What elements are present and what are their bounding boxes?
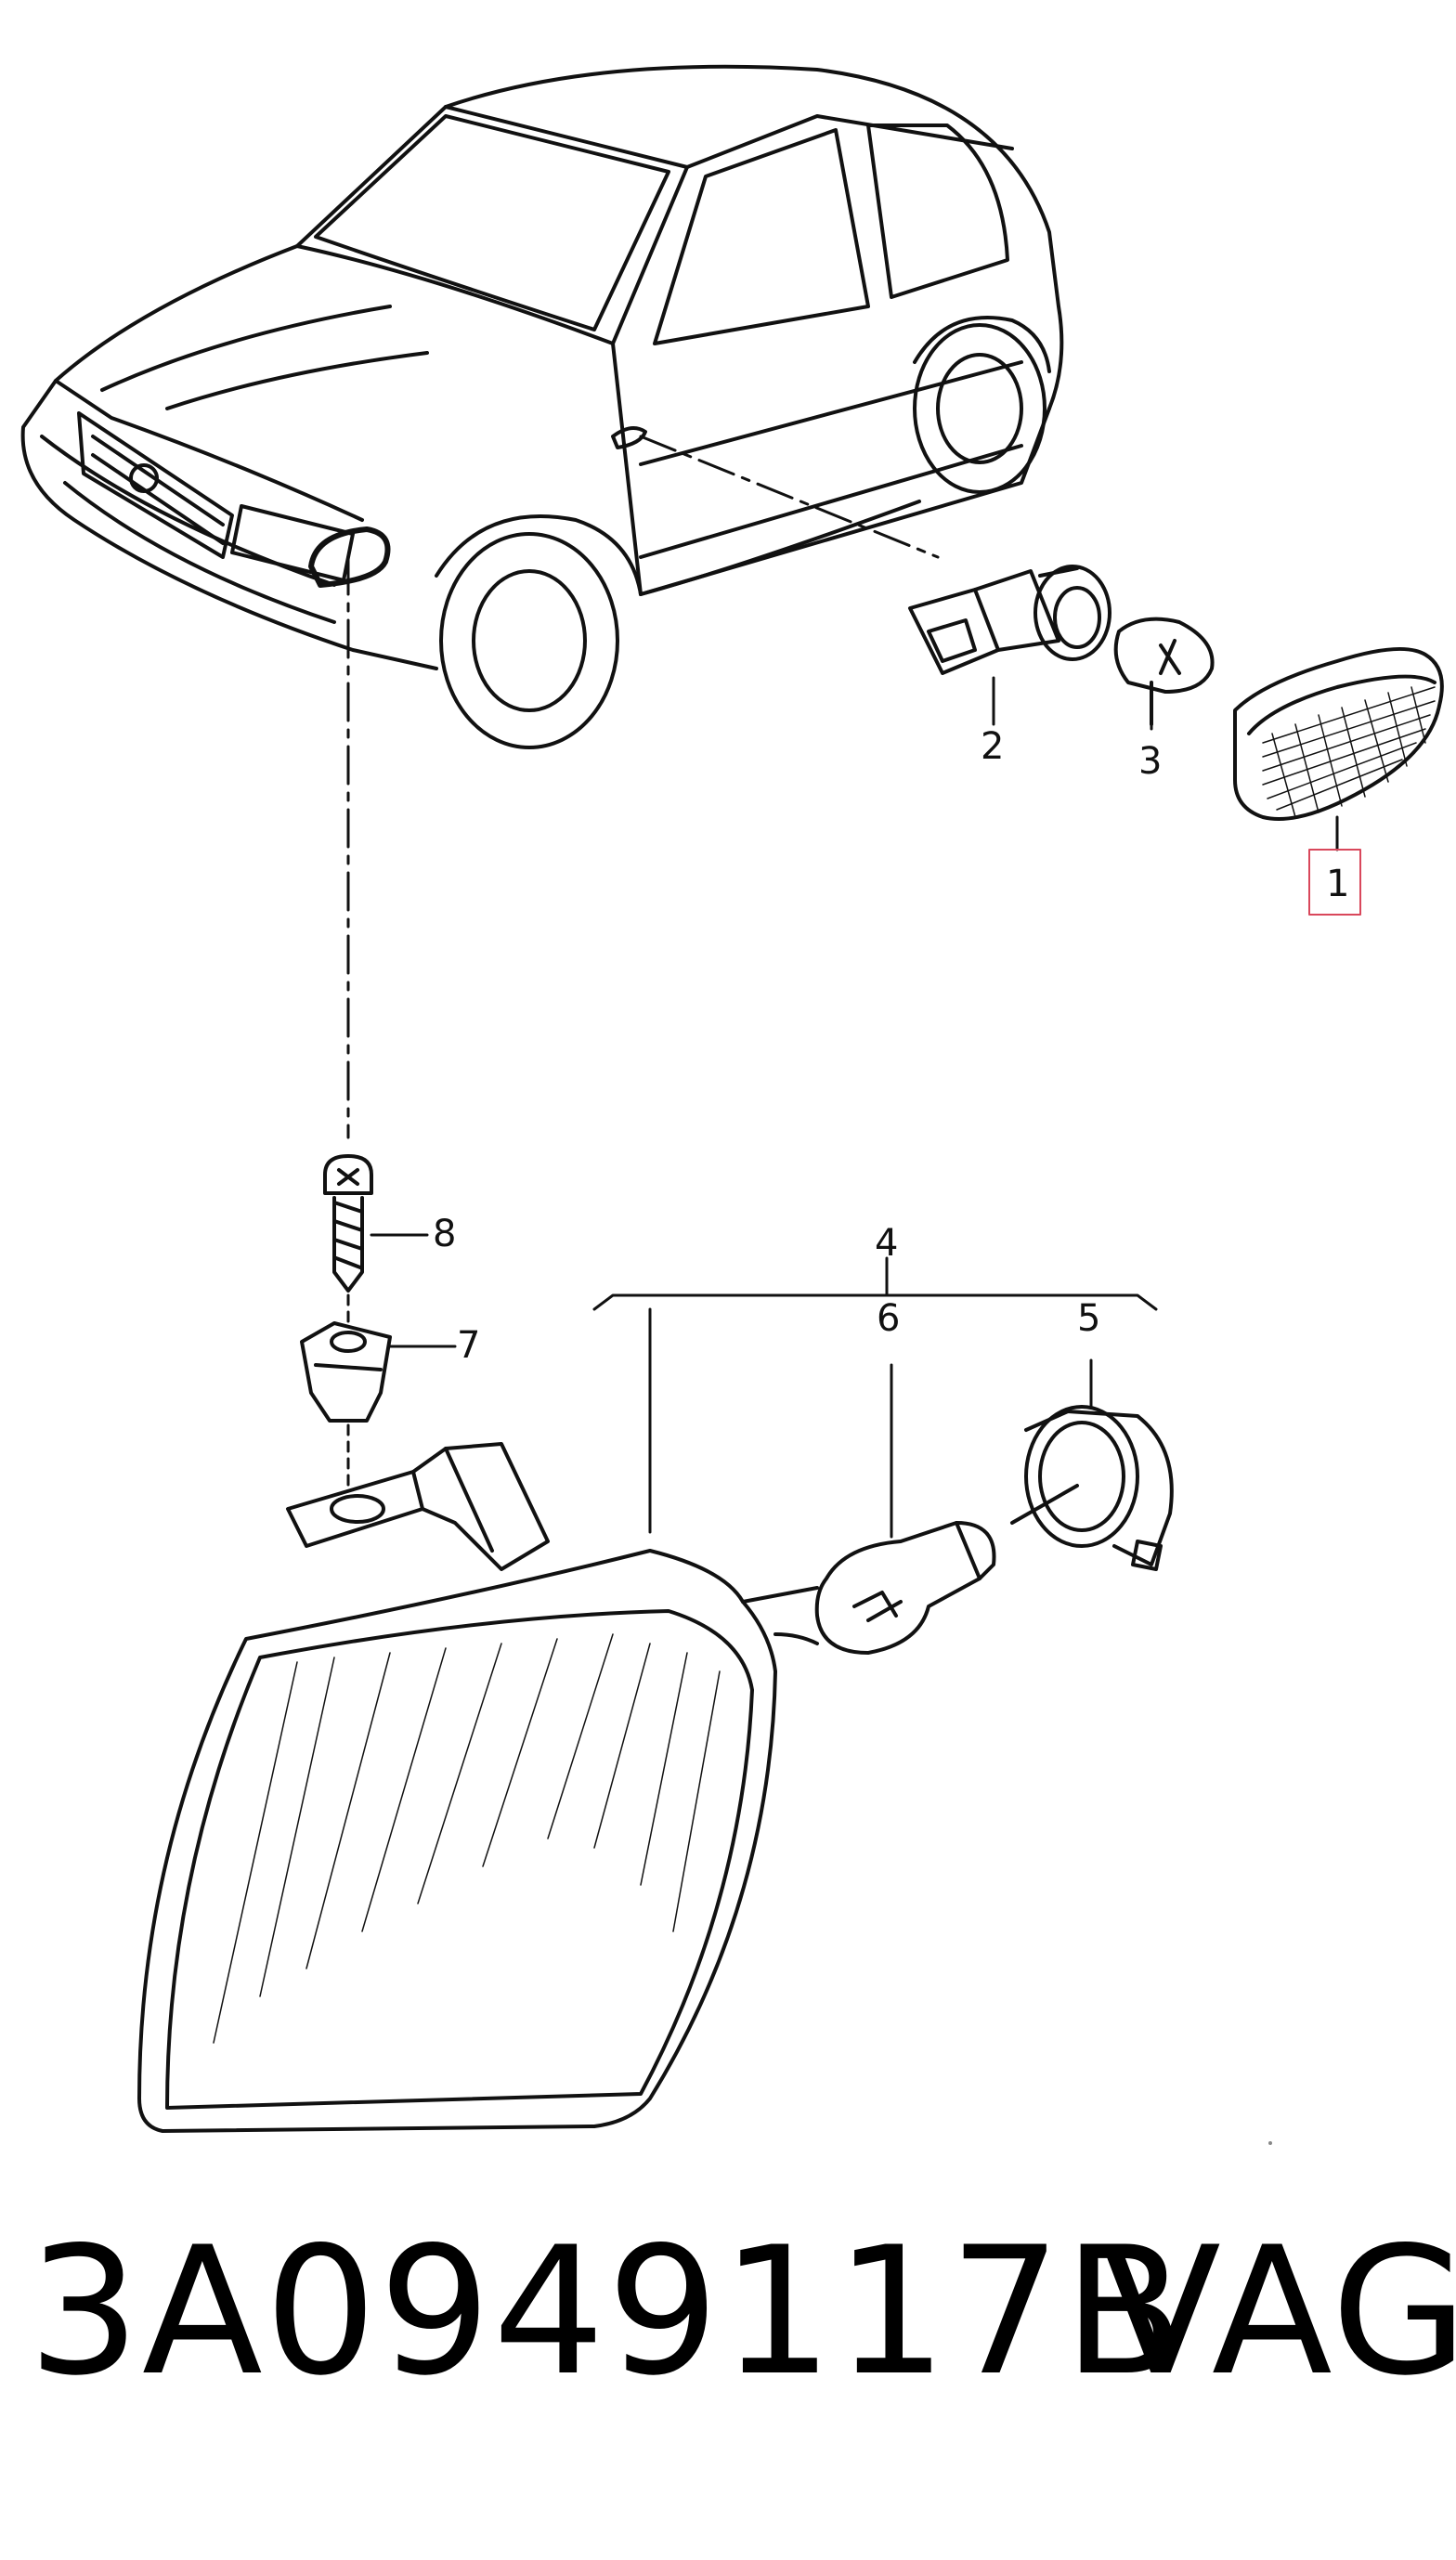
callout-1: 1 [1326, 863, 1349, 905]
group-bracket-4 [592, 1293, 1158, 1311]
callout-2: 2 [981, 725, 1004, 768]
callout-8: 8 [433, 1213, 456, 1255]
leader-line-side-marker [639, 435, 940, 559]
bulb-holder-icon [908, 565, 1112, 675]
car-illustration [20, 64, 1064, 749]
turn-signal-housing-icon [137, 1549, 819, 2133]
screw-icon [323, 1154, 373, 1293]
small-bulb-icon [1113, 617, 1215, 726]
callout-5: 5 [1077, 1297, 1100, 1340]
brand-name: VAG [1100, 2209, 1456, 2414]
highlight-box-part-1 [1308, 849, 1361, 916]
callout-4: 4 [875, 1222, 898, 1265]
callout-6: 6 [877, 1297, 900, 1340]
callout-7: 7 [457, 1324, 480, 1367]
callout-3: 3 [1138, 740, 1162, 783]
stray-dot [1268, 2141, 1272, 2145]
bulb-socket-icon [1010, 1405, 1174, 1571]
turn-signal-bulb-icon [814, 1521, 996, 1655]
mounting-bracket [286, 1442, 550, 1571]
side-marker-lens-icon [1233, 646, 1444, 821]
clip-nut-icon [300, 1321, 392, 1423]
part-number: 3A0949117B [28, 2209, 1187, 2414]
